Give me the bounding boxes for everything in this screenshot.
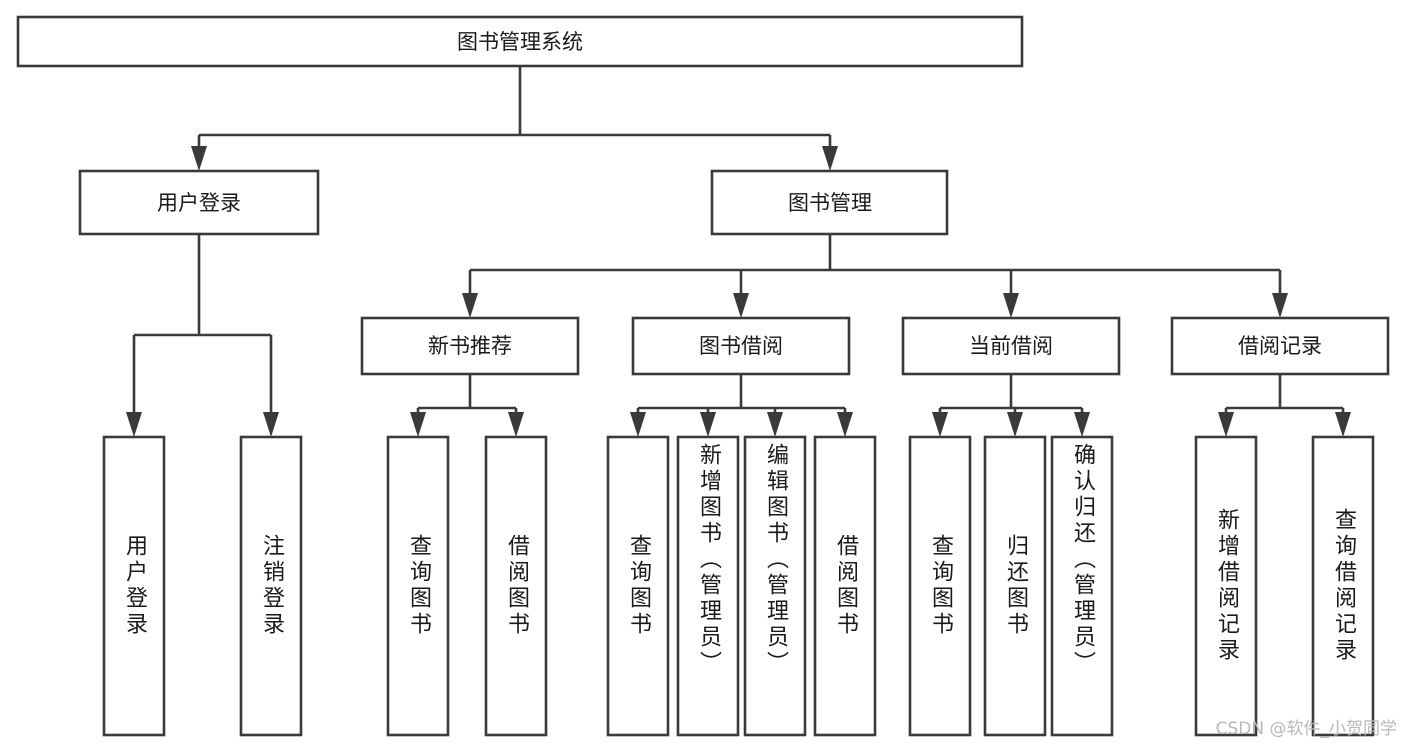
arrowhead-leaf-confirm-return [1074, 412, 1090, 437]
leaf-box-query-book-3[interactable] [908, 435, 972, 737]
leaf-box-logout[interactable] [239, 435, 303, 737]
node-user-login-label: 用户登录 [157, 191, 241, 215]
arrowhead-leaf-query-book-1 [410, 412, 426, 437]
node-current-borrow-box[interactable] [901, 316, 1121, 376]
arrowhead-book-mgmt [822, 146, 838, 171]
arrowhead-leaf-return-book [1007, 412, 1023, 437]
node-book-borrow-box[interactable] [631, 316, 851, 376]
node-new-book-recommend-box[interactable] [360, 316, 580, 376]
leaf-box-user-login[interactable] [102, 435, 166, 737]
arrowhead-leaf-add-book [700, 412, 716, 437]
node-new-book-recommend-label: 新书推荐 [428, 334, 512, 358]
arrowhead-current-borrow [1003, 293, 1019, 318]
arrowhead-borrow-record [1272, 293, 1288, 318]
leaf-box-edit-book-admin[interactable] [743, 435, 807, 737]
watermark-text: CSDN @软件_小贺同学 [1215, 719, 1397, 739]
leaf-box-borrow-book-1[interactable] [484, 435, 548, 737]
arrowhead-new-book-rec [462, 293, 478, 318]
leaf-box-add-book-admin[interactable] [676, 435, 740, 737]
node-user-login-box[interactable] [78, 169, 320, 236]
node-book-borrow-label: 图书借阅 [699, 334, 783, 358]
arrowhead-leaf-query-book-2 [630, 412, 646, 437]
arrowhead-user-login [191, 146, 207, 171]
node-root-label: 图书管理系统 [457, 30, 583, 54]
leaf-box-query-borrow-record[interactable] [1311, 435, 1375, 737]
leaf-box-confirm-return-admin[interactable] [1050, 435, 1114, 737]
node-book-management-label: 图书管理 [788, 191, 872, 215]
arrowhead-leaf-logout [263, 412, 279, 437]
node-borrow-record-label: 借阅记录 [1238, 334, 1322, 358]
leaf-box-return-book[interactable] [983, 435, 1047, 737]
node-root-box[interactable] [16, 15, 1024, 68]
leaf-box-query-book-1[interactable] [386, 435, 450, 737]
arrowhead-leaf-add-record [1218, 412, 1234, 437]
leaf-box-query-book-2[interactable] [606, 435, 670, 737]
arrowhead-leaf-user-login [126, 412, 142, 437]
arrowhead-leaf-query-record [1335, 412, 1351, 437]
connector-layer [126, 66, 1351, 437]
arrowhead-leaf-borrow-book-2 [837, 412, 853, 437]
node-borrow-record-box[interactable] [1170, 316, 1390, 376]
leaf-box-add-borrow-record[interactable] [1194, 435, 1258, 737]
node-layer: 图书管理系统 用户登录 图书管理 新书推荐 图书借阅 当前借阅 借阅记录 [16, 15, 1390, 737]
arrowhead-leaf-query-book-3 [932, 412, 948, 437]
node-current-borrow-label: 当前借阅 [969, 334, 1053, 358]
node-book-management-box[interactable] [710, 169, 949, 236]
arrowhead-leaf-edit-book [767, 412, 783, 437]
arrowhead-leaf-borrow-book-1 [508, 412, 524, 437]
leaf-box-borrow-book-2[interactable] [813, 435, 877, 737]
arrowhead-book-borrow [733, 293, 749, 318]
